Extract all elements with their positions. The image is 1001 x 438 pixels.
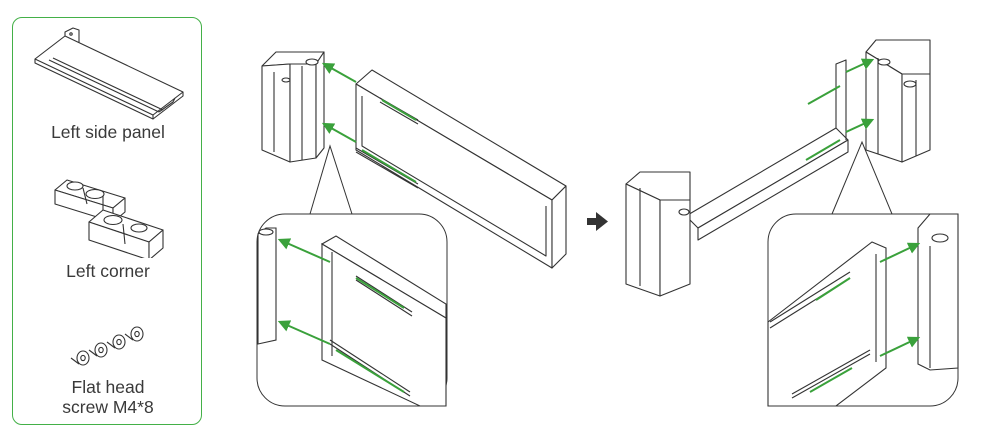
step2-callout-pointer [831, 140, 893, 215]
screw-part-icon [70, 326, 144, 366]
step2-side-panel [685, 59, 849, 241]
step2-rail-upper [807, 85, 841, 105]
step1-detail-rail-upper [355, 277, 405, 309]
corner-part-icon [54, 179, 164, 258]
step1-callout-pointer [309, 144, 353, 215]
step2-corner-column [865, 39, 931, 163]
step1-rail-lower [361, 149, 417, 183]
side-panel-part-label: Left side panel [51, 122, 165, 142]
step2-assembled-corner [625, 171, 691, 297]
parts-list-panel: Left side panel Left corner [12, 17, 202, 425]
step1-detail-arrow-upper [277, 238, 331, 263]
step1-corner-column [261, 51, 325, 163]
step1-arrow-lower [321, 122, 357, 143]
right-arrow-icon [587, 212, 608, 231]
step2-insert-arrows [805, 58, 875, 161]
step2-assembly [625, 39, 931, 297]
step2-arrow-lower [845, 118, 875, 133]
corner-part-label: Left corner [66, 261, 150, 281]
step2-detail-arrow-lower [879, 336, 921, 357]
step1-rail-upper [381, 99, 417, 121]
step2-detail-callout [767, 140, 959, 407]
step2-detail-arrow-upper [879, 242, 921, 263]
screw-part-label-line2: screw M4*8 [62, 397, 154, 417]
screw-part-label-line1: Flat head [71, 377, 145, 397]
step1-detail-arrow-lower [277, 320, 331, 345]
step1-arrow-upper [321, 62, 357, 83]
step1-detail-rail-lower [335, 349, 405, 393]
step2-rail-lower [805, 139, 841, 161]
step2-detail-rail-lower [809, 367, 853, 393]
side-panel-part-icon [34, 27, 184, 120]
step2-arrow-upper [845, 58, 875, 73]
step1-detail-callout [256, 144, 448, 407]
step2-detail-rail-upper [815, 277, 851, 301]
step1-assembly [261, 51, 567, 269]
step1-insert-arrows [321, 62, 417, 183]
step1-side-panel [355, 69, 567, 269]
